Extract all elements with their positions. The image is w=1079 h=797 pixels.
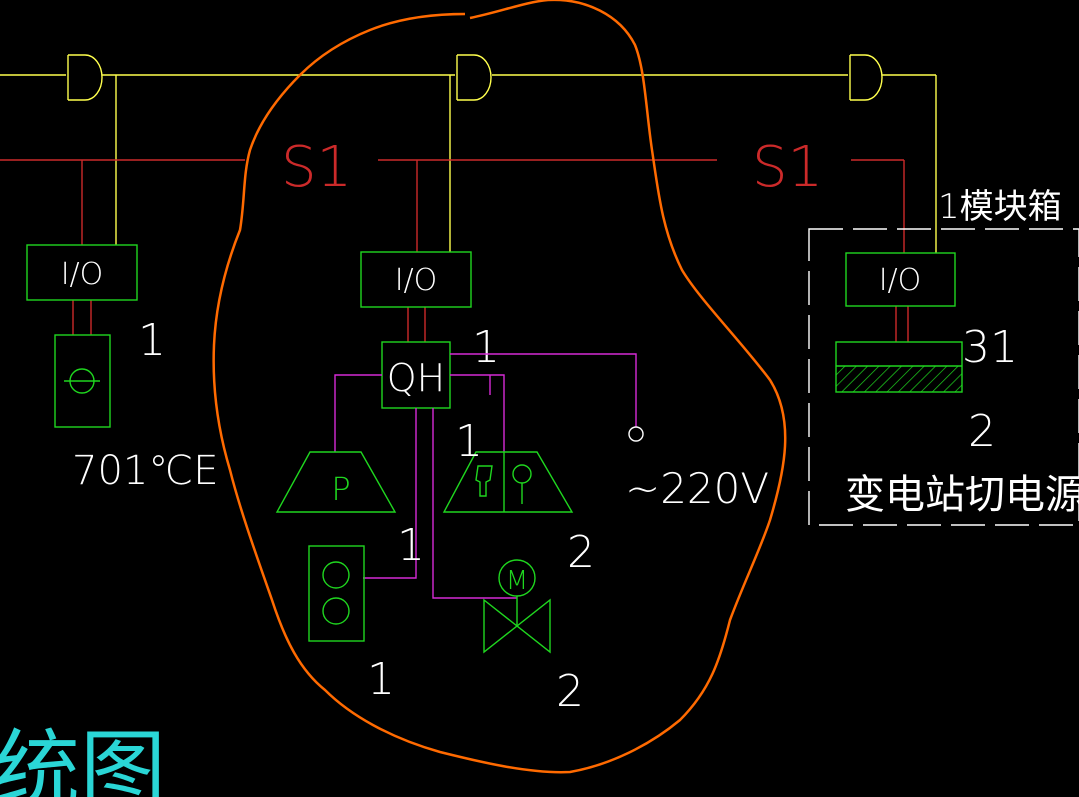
feed-wires bbox=[334, 353, 637, 599]
module-box-outline bbox=[808, 228, 1079, 526]
combo-count-bottom: 2 bbox=[567, 527, 595, 578]
d-gate-symbol-left bbox=[67, 54, 103, 101]
io-module-center: I/O bbox=[360, 251, 472, 308]
io-module-left: I/O bbox=[26, 244, 138, 301]
svg-text:I/O: I/O bbox=[879, 263, 922, 298]
svg-text:P: P bbox=[331, 470, 350, 508]
s1-signal-bus bbox=[0, 159, 909, 342]
corner-drawing-title: 统图 bbox=[0, 721, 166, 797]
s1-label-right: S1 bbox=[752, 135, 823, 200]
power-supply-label: ~220V bbox=[625, 464, 769, 513]
s1-label-left: S1 bbox=[281, 135, 352, 200]
speaker-device: P bbox=[275, 451, 397, 513]
motor-valve-device: M bbox=[483, 559, 551, 654]
controller-count: 1 bbox=[472, 322, 500, 373]
review-markup-cloud bbox=[212, 0, 787, 774]
power-cut-count-top: 31 bbox=[962, 322, 1018, 373]
substation-power-cut-caption: 变电站切电源 bbox=[845, 472, 1079, 518]
svg-text:QH: QH bbox=[387, 356, 445, 400]
power-cut-count-bottom: 2 bbox=[968, 406, 996, 457]
io-module-right: I/O bbox=[845, 252, 956, 307]
yellow-bus bbox=[0, 54, 937, 253]
controller-qh: QH bbox=[381, 341, 451, 409]
svg-text:I/O: I/O bbox=[395, 263, 438, 298]
svg-text:M: M bbox=[506, 566, 528, 596]
svg-text:I/O: I/O bbox=[61, 257, 104, 292]
power-terminal-icon bbox=[628, 426, 644, 442]
detector-code-left: 701℃E bbox=[72, 448, 219, 494]
horn-beacon-combo bbox=[442, 451, 574, 513]
d-gate-symbol-center bbox=[456, 54, 492, 101]
detector-device-left bbox=[54, 334, 111, 428]
motor-valve-count: 2 bbox=[556, 666, 584, 717]
module-box-title: 1模块箱 bbox=[938, 187, 1062, 227]
power-cut-device bbox=[835, 341, 963, 393]
d-gate-symbol-right bbox=[849, 54, 883, 101]
signal-light-count-bottom: 1 bbox=[367, 654, 395, 705]
signal-light-device bbox=[308, 545, 365, 642]
detector-count-left: 1 bbox=[138, 315, 166, 366]
combo-count-top: 1 bbox=[455, 416, 483, 467]
signal-light-count-top: 1 bbox=[397, 520, 425, 571]
